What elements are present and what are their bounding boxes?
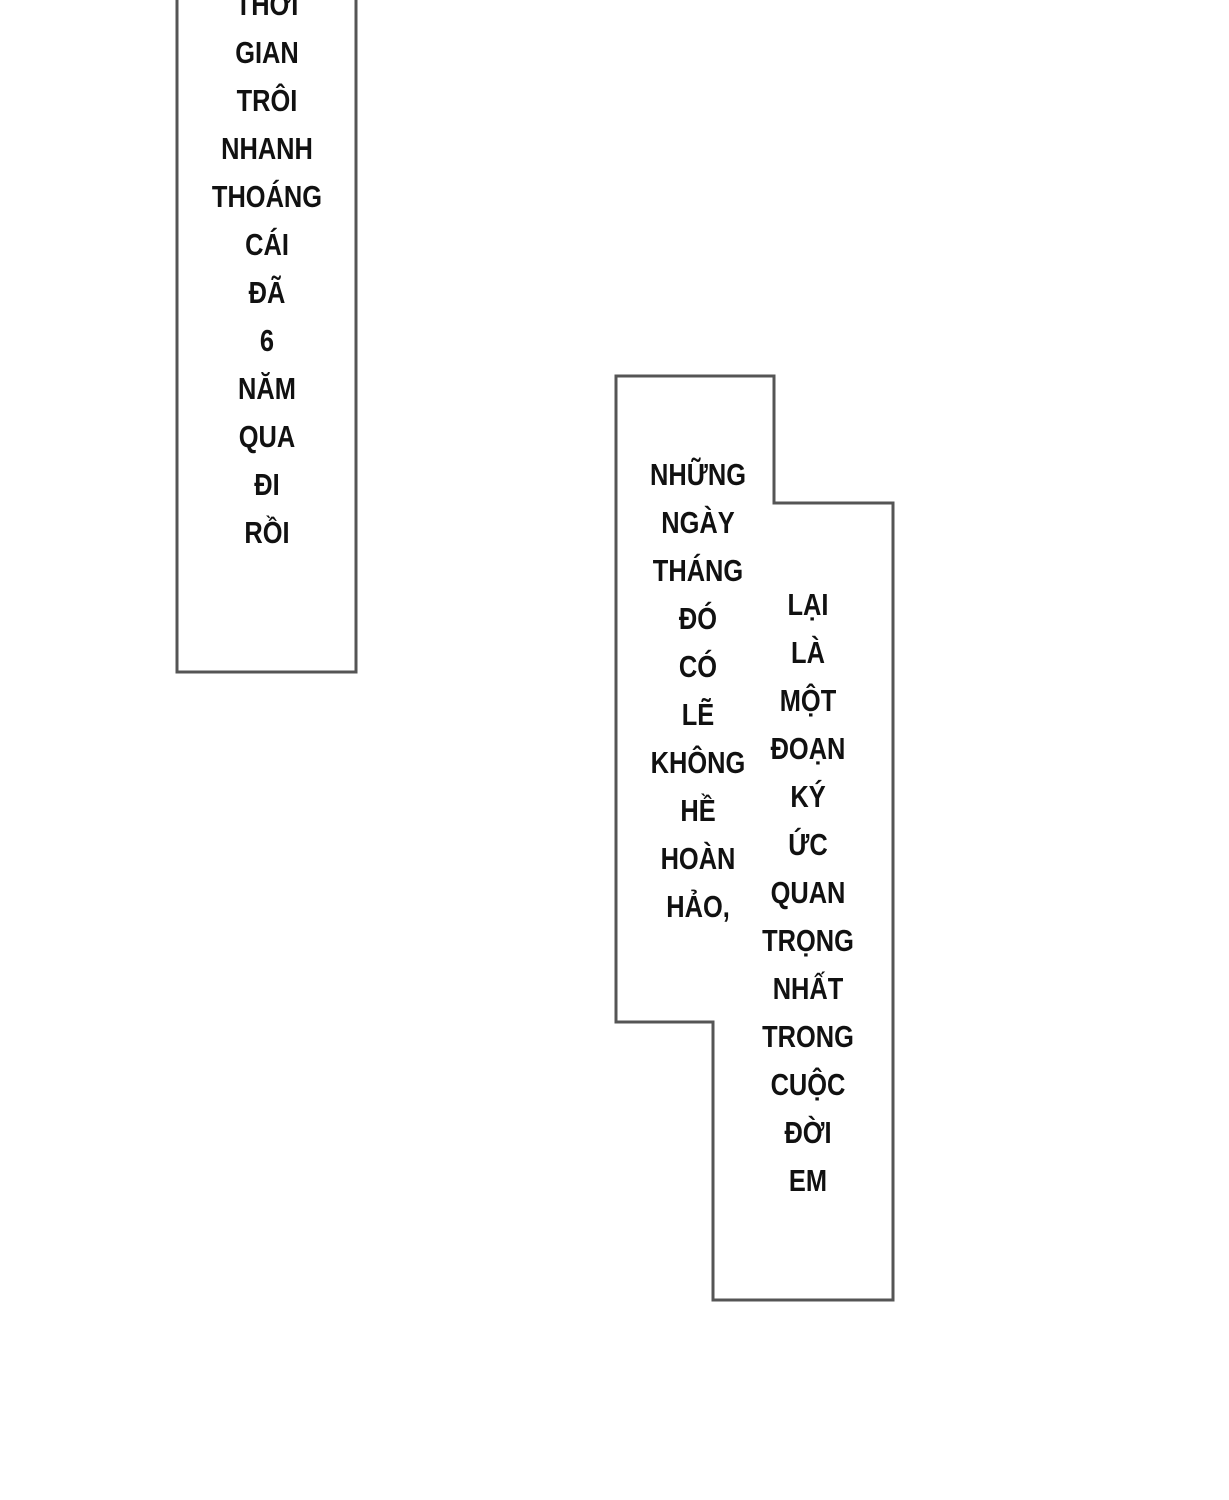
caption-line: NHẤT (772, 971, 844, 1006)
caption-line: QUAN (770, 875, 846, 910)
caption-box-1-border (175, 0, 358, 674)
caption-2-left-text: NHỮNG NGÀY THÁNG ĐÓ CÓ LẼ KHÔNG HỀ HOÀN HẢO, (598, 451, 798, 931)
caption-line: QUA (238, 419, 296, 454)
caption-line: HOÀN (660, 841, 736, 876)
caption-line: NHỮNG (650, 457, 746, 492)
caption-line: 6 (259, 323, 275, 358)
caption-2-right-text: LẠI LÀ MỘT ĐOẠN KÝ ỨC QUAN TRỌNG NHẤT TRONG CUỘC ĐỜ… (708, 581, 908, 1205)
caption-line: GIAN (235, 35, 299, 70)
caption-line: THOÁNG (211, 179, 323, 214)
caption-line: HẢO, (666, 889, 730, 924)
caption-line: LẠI (787, 587, 829, 622)
caption-line: ĐÓ (678, 601, 718, 636)
caption-line: ĐỜI (784, 1115, 832, 1150)
caption-line: RỒI (244, 515, 290, 550)
caption-line: MỘT (779, 683, 837, 718)
caption-line: CÓ (678, 649, 718, 684)
caption-line: ĐI (254, 467, 280, 502)
caption-box-2-border (614, 374, 895, 1302)
caption-line: KÝ (790, 779, 826, 814)
caption-line: KHÔNG (650, 745, 746, 780)
caption-line: NHANH (221, 131, 313, 166)
caption-line: THÁNG (652, 553, 744, 588)
caption-line: NĂM (238, 371, 296, 406)
caption-line: THỜI (235, 0, 299, 22)
caption-line: TRONG (762, 1019, 854, 1054)
caption-line: LÀ (791, 635, 825, 670)
caption-line: ĐOẠN (770, 731, 846, 766)
caption-line: ĐÃ (248, 275, 286, 310)
caption-line: CUỘC (770, 1067, 846, 1102)
caption-line: TRỌNG (762, 923, 854, 958)
caption-line: HỀ (680, 793, 716, 828)
caption-line: NGÀY (661, 505, 735, 540)
caption-line: EM (788, 1163, 828, 1198)
caption-line: ỨC (788, 827, 828, 862)
caption-line: LẼ (681, 697, 715, 732)
caption-line: TRÔI (236, 83, 298, 118)
caption-line: CÁI (245, 227, 289, 262)
